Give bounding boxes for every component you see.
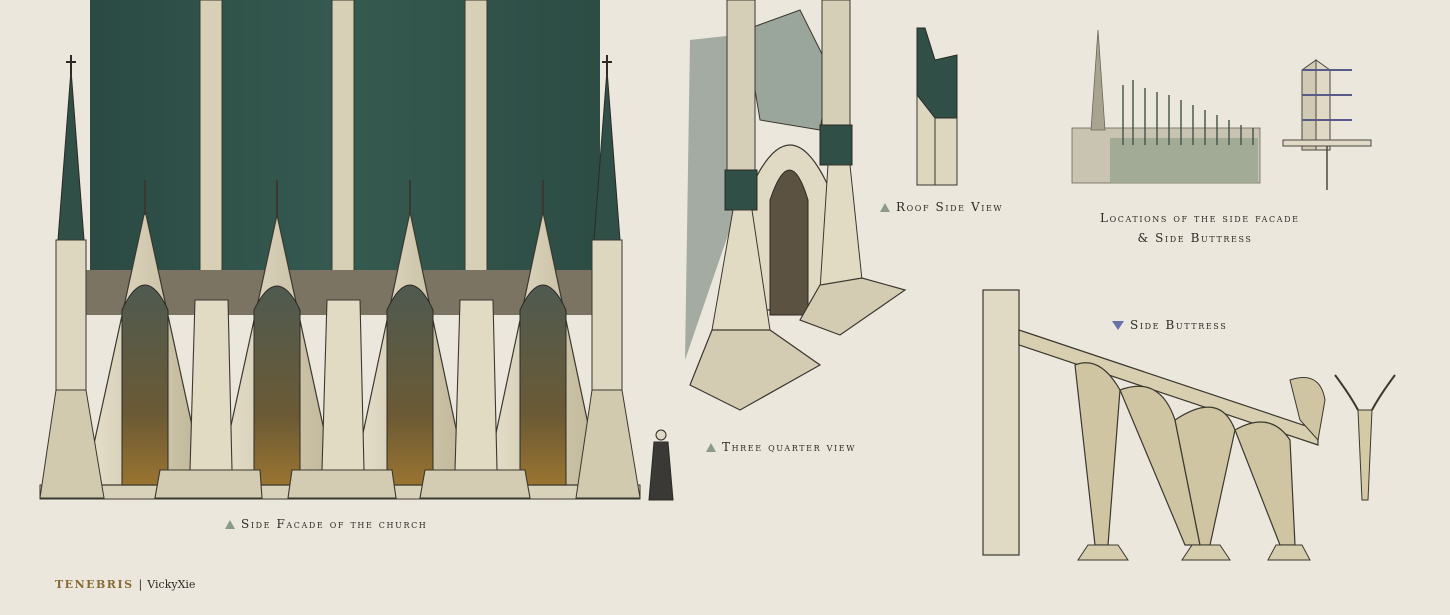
caption-locations: Locations of the side facade & Side Butt… (1100, 208, 1300, 248)
triangle-marker-icon (706, 443, 716, 452)
signature: TENEBRIS | VickyXie (55, 578, 195, 591)
tall-columns (199, 0, 488, 301)
triangle-marker-icon (225, 520, 235, 529)
gable-1 (84, 180, 206, 486)
caption-roof-side-text: Roof Side View (896, 200, 1004, 214)
three-quarter-view-drawing (685, 0, 907, 411)
caption-locations-line1: Locations of the side facade (1100, 211, 1300, 225)
locations-thumbnail (1071, 29, 1261, 184)
caption-side-buttress: Side Buttress (1112, 318, 1227, 332)
triangle-marker-icon (880, 203, 890, 212)
caption-three-quarter: Three quarter view (706, 440, 856, 454)
side-buttress-drawing (982, 289, 1396, 561)
buttress-plan-diagram (1282, 59, 1372, 190)
side-facade-drawing (39, 0, 641, 500)
triangle-marker-icon (1112, 321, 1124, 330)
gable-4 (484, 180, 602, 486)
caption-locations-line2: & Side Buttress (1137, 231, 1253, 245)
caption-side-facade-text: Side Facade of the church (241, 517, 428, 531)
caption-roof-side: Roof Side View (880, 200, 1003, 214)
caption-side-facade: Side Facade of the church (225, 517, 427, 531)
author-name: VickyXie (147, 578, 196, 591)
scale-figure-priest (648, 429, 674, 501)
right-corner-spire (575, 55, 641, 499)
caption-three-quarter-text: Three quarter view (722, 440, 857, 454)
buttress-piers (154, 299, 531, 499)
caption-side-buttress-text: Side Buttress (1130, 318, 1228, 332)
roof-side-view-drawing (916, 27, 958, 186)
brand-logo-text: TENEBRIS (55, 578, 134, 591)
angel-statue (1334, 374, 1396, 501)
gable-3 (351, 180, 469, 486)
signature-separator: | (138, 578, 143, 591)
left-corner-spire (39, 55, 105, 499)
gable-2 (217, 180, 337, 486)
